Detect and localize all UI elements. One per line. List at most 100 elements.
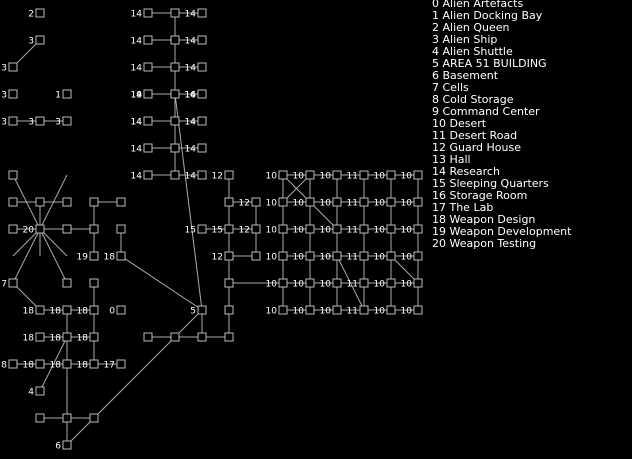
room-node	[278, 170, 288, 180]
room-node-label: 17	[104, 361, 115, 371]
room-node	[332, 170, 342, 180]
legend-item: 14 Research	[432, 165, 500, 178]
room-node-label: 10	[293, 226, 305, 236]
room-node-label: 10	[374, 280, 386, 290]
room-node	[413, 305, 423, 315]
room-node	[116, 359, 126, 369]
junction-node	[224, 197, 234, 207]
junction-node	[170, 170, 180, 180]
room-node-label: 14	[131, 91, 143, 101]
legend-item: 3 Alien Ship	[432, 33, 498, 46]
room-node-label: 18	[50, 361, 62, 371]
room-node-label: 0	[109, 307, 115, 317]
room-node	[278, 305, 288, 315]
legend-item: 20 Weapon Testing	[432, 237, 537, 250]
room-node-label: 15	[212, 226, 223, 236]
room-node	[89, 251, 99, 261]
room-node	[251, 197, 261, 207]
room-node-label: 6	[55, 442, 61, 452]
room-node-label: 15	[185, 226, 196, 236]
legend-item: 0 Alien Artefacts	[432, 0, 524, 10]
room-node-label: 8	[1, 361, 7, 371]
room-node-label: 10	[374, 172, 386, 182]
junction-node	[170, 35, 180, 45]
room-node-label: 10	[293, 253, 305, 263]
junction-node	[89, 197, 99, 207]
room-node-label: 18	[23, 307, 35, 317]
room-node	[8, 89, 18, 99]
room-node	[359, 278, 369, 288]
junction-node	[170, 62, 180, 72]
room-node-label: 10	[266, 307, 278, 317]
junction-node	[89, 413, 99, 423]
room-node	[332, 197, 342, 207]
room-node	[251, 224, 261, 234]
legend-item: 5 AREA 51 BUILDING	[432, 57, 547, 70]
junction-node	[116, 197, 126, 207]
connection-line	[336, 255, 365, 311]
room-node-label: 18	[104, 253, 116, 263]
room-node	[413, 170, 423, 180]
room-node	[197, 170, 207, 180]
room-node	[35, 8, 45, 18]
room-node	[386, 251, 396, 261]
junction-node	[224, 305, 234, 315]
junction-node	[197, 332, 207, 342]
room-node	[359, 251, 369, 261]
room-node-label: 14	[131, 91, 143, 101]
room-node-label: 14	[185, 145, 197, 155]
room-node-label: 10	[266, 253, 278, 263]
room-node	[116, 251, 126, 261]
room-node	[35, 305, 45, 315]
room-node-label: 10	[320, 280, 332, 290]
room-node	[197, 35, 207, 45]
room-node	[143, 143, 153, 153]
room-node	[413, 197, 423, 207]
room-node-label: 14	[185, 10, 197, 20]
room-node-label: 10	[293, 172, 305, 182]
room-node-label: 7	[1, 280, 7, 290]
junction-node	[89, 278, 99, 288]
room-node-label: 14	[131, 118, 143, 128]
room-node-label: 12	[212, 253, 223, 263]
legend-item: 17 The Lab	[432, 201, 494, 214]
junction-node	[8, 170, 18, 180]
room-node	[224, 224, 234, 234]
room-node	[332, 305, 342, 315]
room-node-label: 18	[23, 361, 35, 371]
room-node-label: 11	[347, 280, 358, 290]
room-node	[89, 359, 99, 369]
room-node-label: 11	[347, 307, 358, 317]
junction-node	[224, 332, 234, 342]
room-node-label: 18	[77, 307, 89, 317]
junction-node	[116, 224, 126, 234]
room-node	[89, 305, 99, 315]
room-node-label: 10	[401, 199, 413, 209]
legend-item: 7 Cells	[432, 81, 469, 94]
room-node-label: 18	[23, 334, 35, 344]
room-node-label: 14	[131, 118, 143, 128]
junction-node	[170, 8, 180, 18]
room-node	[332, 224, 342, 234]
junction-node	[251, 251, 261, 261]
room-node-label: 10	[266, 280, 278, 290]
junction-node	[35, 197, 45, 207]
room-node-label: 10	[401, 280, 413, 290]
room-node	[278, 224, 288, 234]
room-node-label: 10	[320, 199, 332, 209]
legend-item: 11 Desert Road	[432, 129, 518, 142]
room-node-label: 1	[55, 91, 61, 101]
junction-node	[170, 332, 180, 342]
legend-item: 8 Cold Storage	[432, 93, 514, 106]
room-node-label: 4	[28, 388, 34, 398]
room-node	[332, 251, 342, 261]
junction-node	[62, 413, 72, 423]
room-node-label: 10	[293, 280, 305, 290]
room-node	[413, 224, 423, 234]
room-node	[62, 116, 72, 126]
room-node-label: 16	[185, 91, 197, 101]
room-node	[197, 8, 207, 18]
room-node	[197, 89, 207, 99]
room-node-label: 10	[266, 226, 278, 236]
room-node-label: 10	[266, 199, 278, 209]
